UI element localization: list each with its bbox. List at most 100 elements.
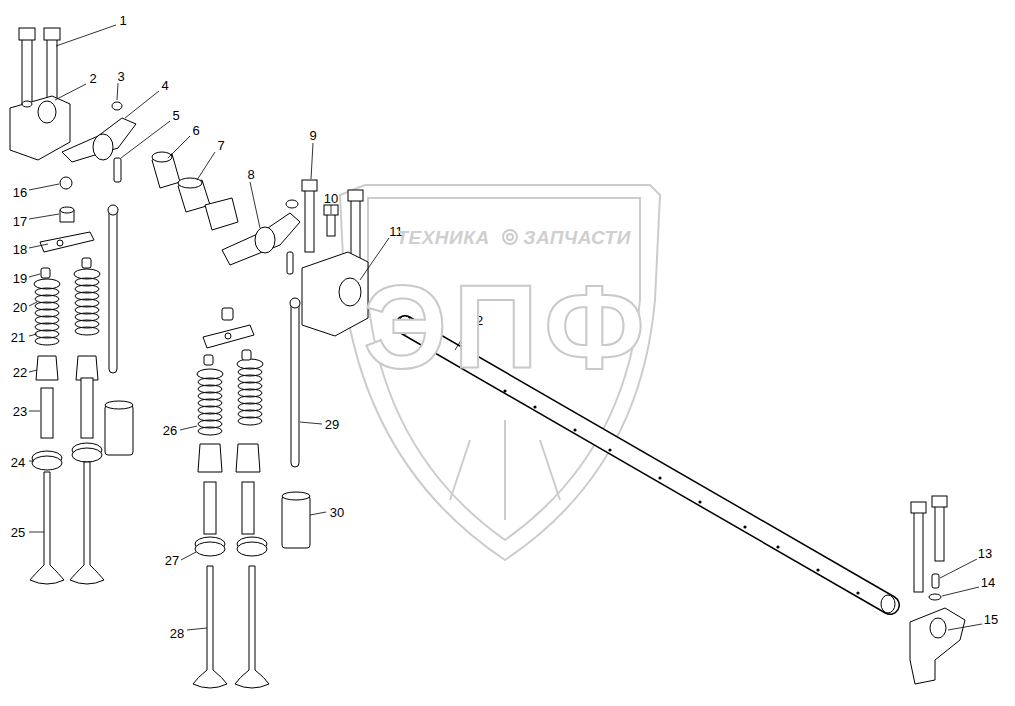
callout-number: 17 xyxy=(13,215,27,228)
end-bracket xyxy=(910,608,965,684)
bolt xyxy=(932,496,947,507)
leader-line xyxy=(29,302,37,306)
valve-seal xyxy=(36,356,260,472)
leader-line xyxy=(942,587,979,596)
valve-bridge xyxy=(203,325,254,348)
leader-line xyxy=(55,84,86,100)
valve-spring xyxy=(75,327,99,335)
valve-bridge xyxy=(41,268,50,278)
bolt xyxy=(302,180,317,191)
rocker-arm xyxy=(255,227,275,253)
pushrod xyxy=(290,298,300,308)
callout-number: 10 xyxy=(324,192,338,205)
pushrod xyxy=(109,208,117,373)
bolt xyxy=(19,28,35,40)
watermark-shield xyxy=(340,185,660,560)
valve-seal xyxy=(76,356,98,380)
bolt xyxy=(324,205,338,215)
rocker-arm xyxy=(287,252,293,274)
callout-number: 19 xyxy=(13,272,27,285)
callout-number: 25 xyxy=(11,526,25,539)
pushrod xyxy=(290,298,300,467)
valve-bridge xyxy=(82,258,91,268)
valve-bridge xyxy=(40,177,94,278)
rocker-arm xyxy=(93,134,113,160)
callout-number: 22 xyxy=(13,366,27,379)
leader-line xyxy=(29,25,982,630)
valve-bridge xyxy=(222,308,233,320)
leader-line xyxy=(29,334,37,336)
callout-number: 20 xyxy=(13,301,27,314)
watermark-shield xyxy=(450,420,560,520)
callout-number: 30 xyxy=(330,506,344,519)
rocker-shaft xyxy=(698,500,701,503)
valve-seat xyxy=(237,542,267,556)
leader-line xyxy=(250,182,260,228)
leader-line xyxy=(310,512,326,515)
watermark-shield xyxy=(340,185,660,560)
end-bracket xyxy=(910,608,965,684)
rocker-shaft xyxy=(856,591,859,594)
leader-line xyxy=(187,628,207,630)
leader-line xyxy=(125,91,159,118)
callout-number: 2 xyxy=(89,72,96,85)
valve-guide xyxy=(105,401,133,409)
callout-number: 9 xyxy=(309,129,316,142)
callout-number: 6 xyxy=(192,124,199,137)
leader-line xyxy=(311,143,313,179)
rocker-bracket xyxy=(10,96,70,160)
rocker-bracket xyxy=(302,252,368,336)
callout-number: 3 xyxy=(117,70,124,83)
bolt xyxy=(929,594,941,600)
leader-line xyxy=(29,370,37,372)
rocker-arm xyxy=(62,102,136,182)
valve-spring xyxy=(198,427,222,435)
leader-line xyxy=(168,136,190,158)
callout-number: 29 xyxy=(325,418,339,431)
valve-guide xyxy=(242,482,254,534)
valve-spring xyxy=(35,337,59,345)
valve-seat xyxy=(72,448,102,462)
rocker-arm xyxy=(222,200,300,274)
callout-number: 13 xyxy=(978,547,992,560)
watermark-text: ТЕХНИКА xyxy=(396,228,489,247)
bolt xyxy=(305,190,314,252)
rocker-bracket xyxy=(22,101,32,107)
callout-number: 5 xyxy=(172,109,179,122)
valve xyxy=(30,472,64,584)
rocker-shaft xyxy=(573,428,576,431)
leader-line xyxy=(121,121,170,158)
bolt xyxy=(44,28,60,40)
end-bracket xyxy=(930,618,946,638)
leader-line xyxy=(56,25,116,46)
callout-number: 1 xyxy=(119,14,126,27)
leader-line xyxy=(940,559,977,578)
watermark-logo: ЭПФ xyxy=(363,268,650,386)
valve-guide xyxy=(41,378,310,548)
valve-guide xyxy=(282,492,310,500)
leader-line xyxy=(948,624,982,630)
callout-number: 28 xyxy=(170,627,184,640)
valve-guide xyxy=(81,378,93,438)
bushing xyxy=(178,178,202,188)
rocker-shaft xyxy=(881,595,895,613)
bolt xyxy=(932,574,939,588)
bolt xyxy=(935,506,944,561)
valve-bridge xyxy=(242,350,251,360)
valve-seat xyxy=(195,542,225,556)
rocker-shaft xyxy=(533,405,536,408)
pushrod xyxy=(108,205,118,215)
callout-number: 21 xyxy=(11,331,25,344)
callout-number: 16 xyxy=(13,186,27,199)
valve-seal xyxy=(236,444,260,472)
valve-bridge xyxy=(204,355,213,365)
callout-number: 26 xyxy=(163,424,177,437)
watermark-shield xyxy=(503,230,517,244)
bolt xyxy=(911,496,947,600)
valve-bridge xyxy=(60,207,74,213)
leader-line xyxy=(197,152,215,180)
pushrod xyxy=(291,302,299,467)
leader-line xyxy=(181,552,196,560)
valve-spring xyxy=(34,269,263,435)
callout-number: 15 xyxy=(984,613,998,626)
